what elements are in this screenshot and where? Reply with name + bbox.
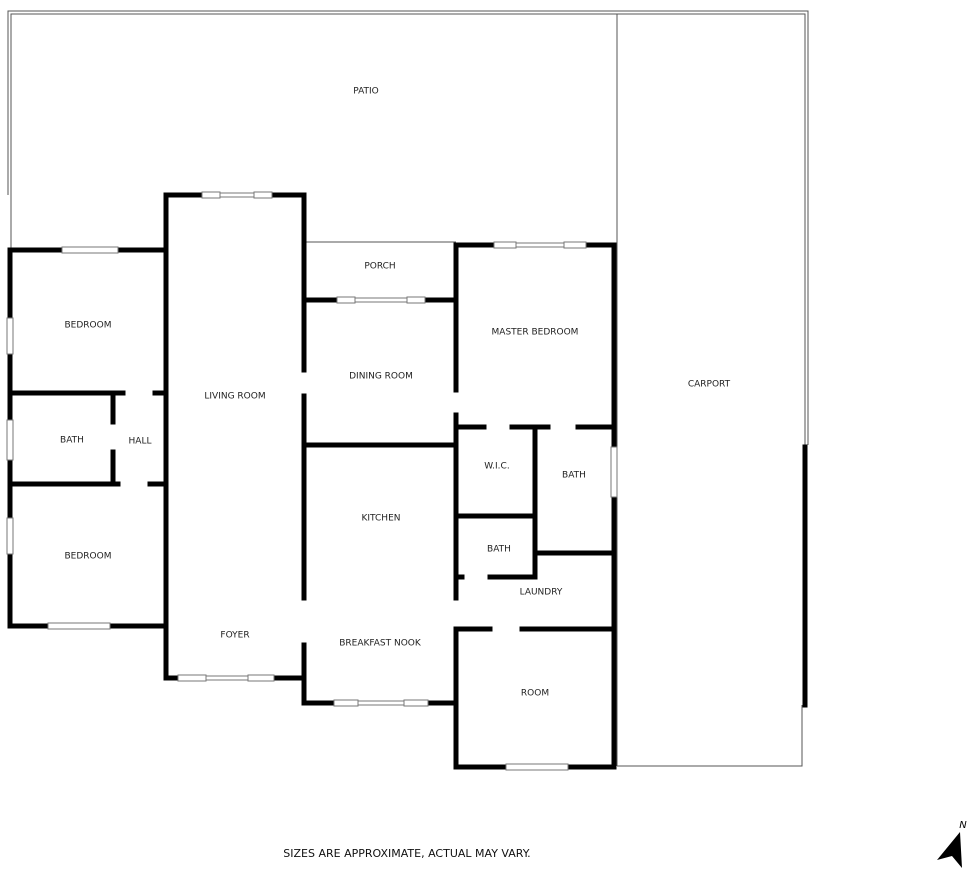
- label-wic: W.I.C.: [484, 462, 509, 472]
- label-bedroom-1: BEDROOM: [65, 321, 112, 331]
- label-bath-1: BATH: [60, 436, 84, 446]
- label-master-bedroom: MASTER BEDROOM: [492, 328, 579, 338]
- label-patio: PATIO: [353, 87, 379, 97]
- label-living-room: LIVING ROOM: [204, 392, 265, 402]
- walls: [7, 192, 808, 770]
- label-hall: HALL: [129, 437, 152, 447]
- label-bath-3: BATH: [487, 545, 511, 555]
- label-carport: CARPORT: [688, 380, 731, 390]
- label-porch: PORCH: [364, 262, 395, 272]
- room-labels: PATIO CARPORT PORCH BEDROOM LIVING ROOM …: [60, 87, 731, 699]
- label-dining-room: DINING ROOM: [349, 372, 413, 382]
- label-foyer: FOYER: [220, 631, 249, 641]
- windows: [6, 191, 618, 771]
- disclaimer: SIZES ARE APPROXIMATE, ACTUAL MAY VARY.: [283, 847, 530, 860]
- north-label: N: [959, 820, 967, 831]
- label-bath-2: BATH: [562, 471, 586, 481]
- label-laundry: LAUNDRY: [520, 588, 563, 598]
- label-room: ROOM: [521, 689, 549, 699]
- north-arrow-icon: N: [937, 820, 967, 868]
- label-bedroom-2: BEDROOM: [65, 552, 112, 562]
- label-kitchen: KITCHEN: [362, 514, 401, 524]
- label-breakfast-nook: BREAKFAST NOOK: [339, 639, 422, 649]
